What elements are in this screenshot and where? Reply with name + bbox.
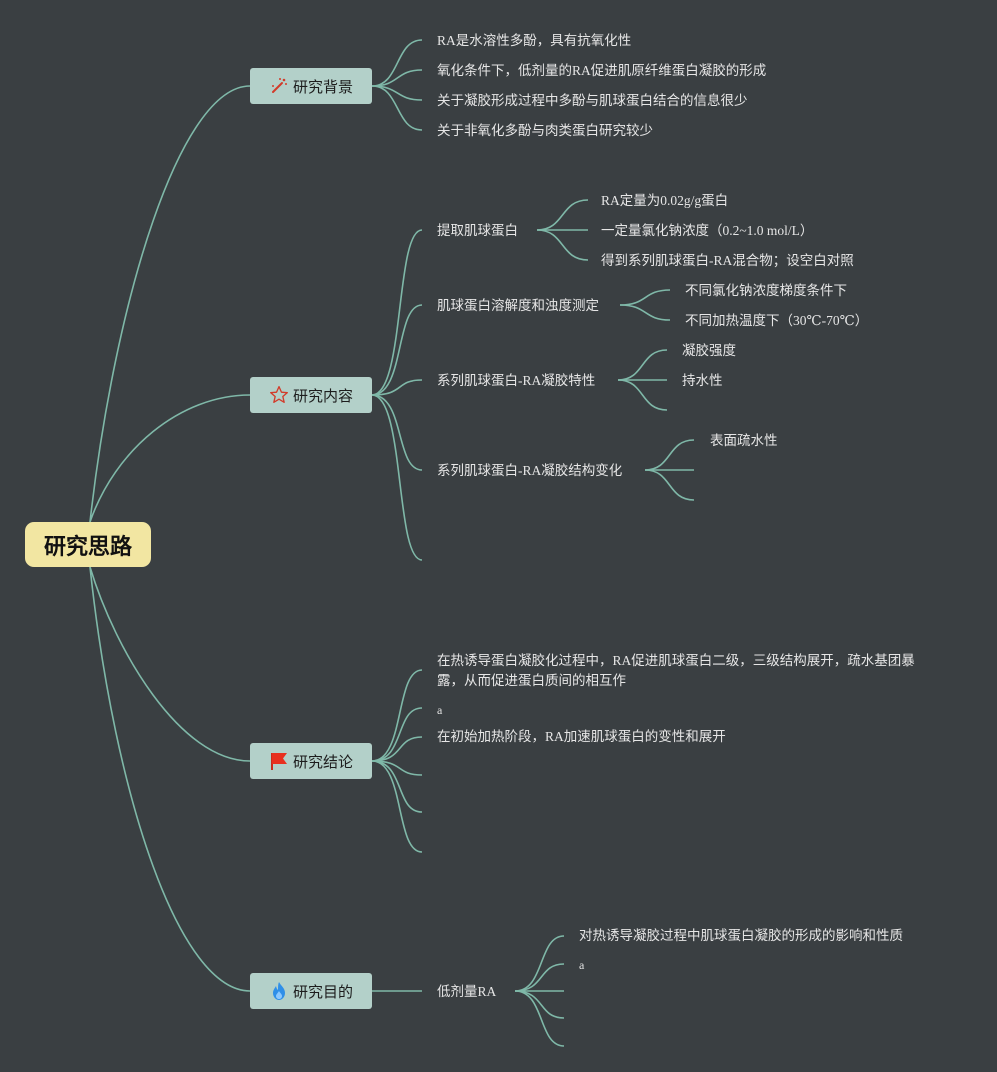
fire-icon (269, 981, 289, 1001)
purpose-detail[interactable]: a (579, 958, 585, 972)
branch-label: 研究背景 (292, 77, 353, 96)
magic-wand-icon (269, 76, 289, 96)
branch-label: 研究内容 (292, 386, 353, 405)
background-item[interactable]: RA是水溶性多酚，具有抗氧化性 (437, 33, 632, 48)
star-icon (269, 385, 289, 405)
content-detail[interactable]: 得到系列肌球蛋白-RA混合物；设空白对照 (601, 253, 854, 268)
content-detail[interactable]: 不同氯化钠浓度梯度条件下 (685, 283, 847, 298)
background-item[interactable]: 氧化条件下，低剂量的RA促进肌原纤维蛋白凝胶的形成 (437, 63, 767, 78)
branch-label: 研究结论 (292, 752, 353, 771)
branch-research-background[interactable]: 研究背景 (250, 68, 372, 104)
content-detail[interactable]: 表面疏水性 (710, 433, 778, 448)
content-subtopic[interactable]: 系列肌球蛋白-RA凝胶特性 (437, 373, 596, 388)
branch-research-purpose[interactable]: 研究目的 (250, 973, 372, 1009)
content-subtopic[interactable]: 提取肌球蛋白 (437, 223, 518, 238)
branch-research-content[interactable]: 研究内容 (250, 377, 372, 413)
content-detail[interactable]: 一定量氯化钠浓度（0.2~1.0 mol/L） (601, 223, 814, 238)
conclusion-item[interactable]: a (437, 703, 443, 717)
content-detail[interactable]: 凝胶强度 (682, 343, 736, 358)
branch-research-conclusion[interactable]: 研究结论 (250, 743, 372, 779)
background-item[interactable]: 关于凝胶形成过程中多酚与肌球蛋白结合的信息很少 (437, 93, 748, 108)
purpose-subtopic[interactable]: 低剂量RA (437, 984, 497, 999)
content-detail[interactable]: RA定量为0.02g/g蛋白 (601, 193, 729, 208)
content-detail[interactable]: 持水性 (682, 373, 723, 388)
root-topic[interactable]: 研究思路 (25, 522, 151, 567)
conclusion-item[interactable]: 在热诱导蛋白凝胶化过程中，RA促进肌球蛋白二级，三级结构展开，疏水基团暴露，从而… (437, 653, 915, 688)
background-item[interactable]: 关于非氧化多酚与肉类蛋白研究较少 (437, 123, 653, 138)
content-subtopic[interactable]: 系列肌球蛋白-RA凝胶结构变化 (437, 463, 623, 478)
branch-label: 研究目的 (292, 982, 353, 1001)
content-subtopic[interactable]: 肌球蛋白溶解度和浊度测定 (437, 298, 599, 313)
red-flag-icon (269, 751, 289, 771)
content-detail[interactable]: 不同加热温度下（30℃-70℃） (685, 313, 869, 328)
conclusion-item[interactable]: 在初始加热阶段，RA加速肌球蛋白的变性和展开 (437, 729, 726, 744)
purpose-detail[interactable]: 对热诱导凝胶过程中肌球蛋白凝胶的形成的影响和性质 (579, 928, 903, 943)
